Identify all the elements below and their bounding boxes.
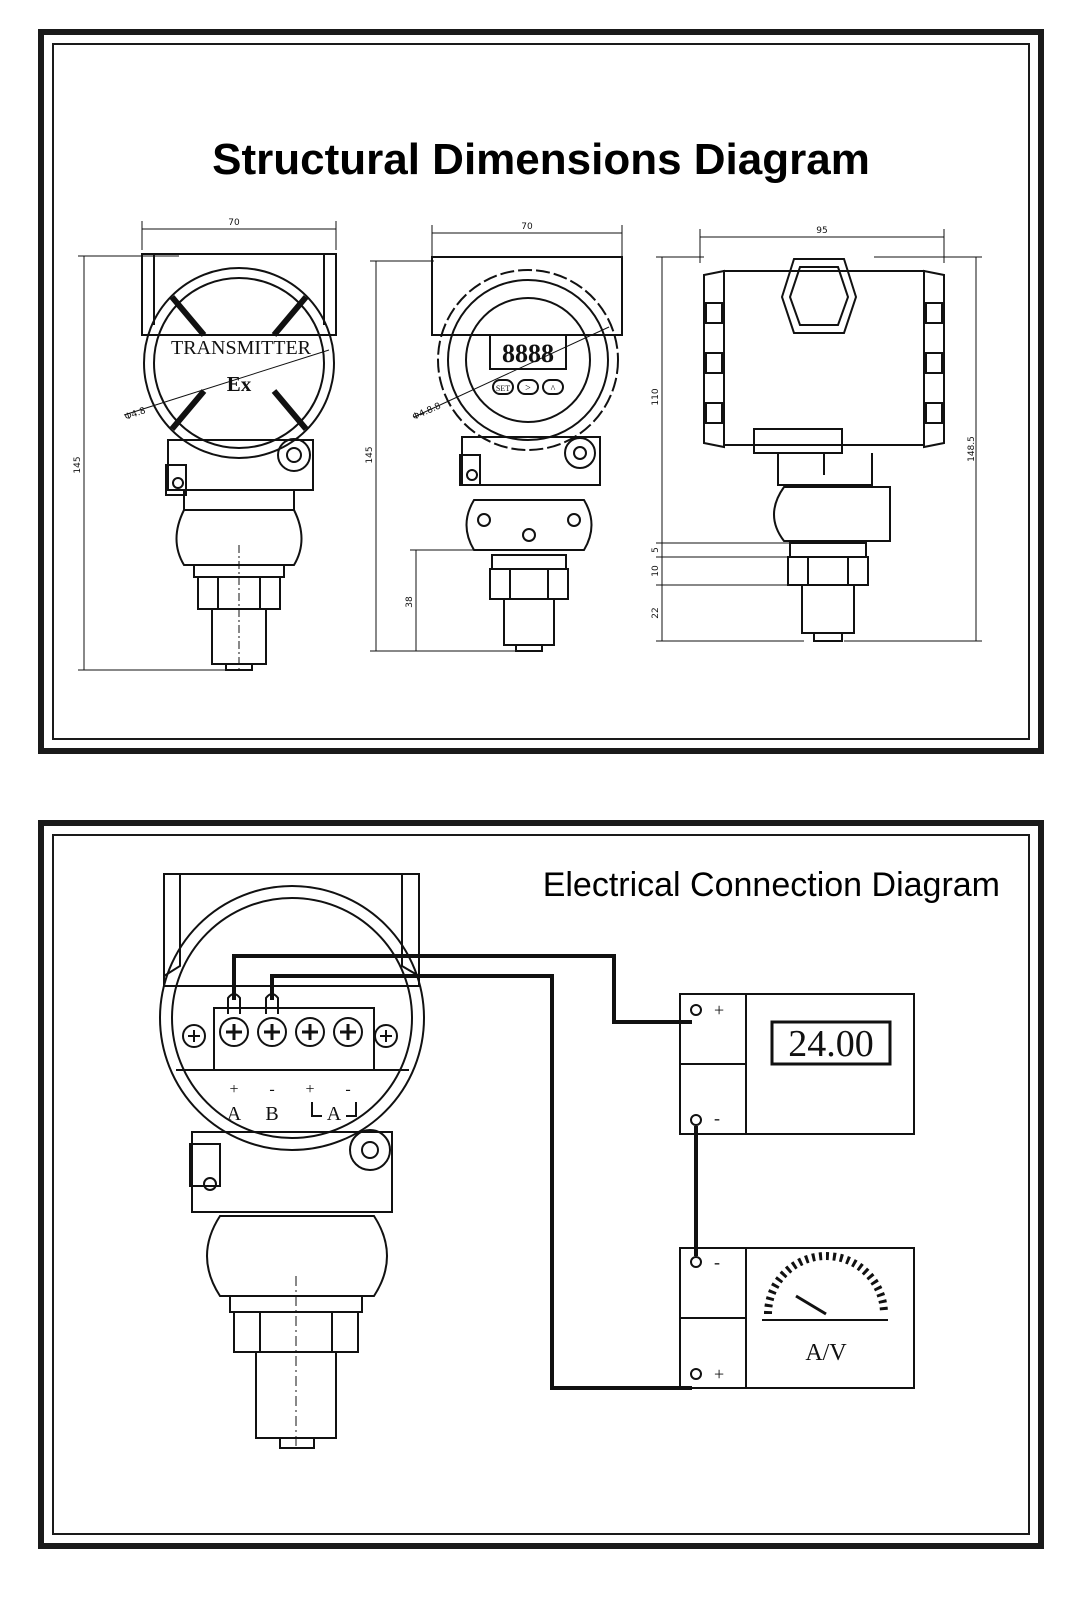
right-width-dim: 95: [816, 226, 827, 236]
terminal-screws: [219, 1017, 363, 1047]
right-view-drawing: 95 148.5 110 5 10 22: [651, 226, 982, 642]
terminal-letter-a-pair: A: [327, 1103, 342, 1125]
left-view-drawing: 70 145 TRANSMITTER Ex Φ4.8: [73, 218, 337, 671]
meter-plus-sign: +: [714, 1364, 724, 1384]
electrical-connection-panel: Electrical Connection Diagram + -: [38, 820, 1044, 1549]
panel-inner-border: [52, 834, 1030, 1535]
power-supply-box: + - 24.00: [679, 993, 915, 1135]
middle-button-set: SET: [496, 384, 510, 393]
power-minus-sign: -: [714, 1108, 720, 1128]
middle-button-up: ^: [551, 384, 556, 395]
structural-dimensions-panel: Structural Dimensions Diagram 70 145 TRA…: [38, 29, 1044, 754]
terminal-sign-1: +: [229, 1081, 238, 1098]
terminal-sign-3: +: [305, 1081, 314, 1098]
right-dim-c: 22: [651, 607, 661, 618]
meter-unit: A/V: [805, 1340, 847, 1366]
left-dia-dim: Φ4.8: [124, 406, 148, 423]
structural-title: Structural Dimensions Diagram: [212, 135, 870, 184]
ammeter-box: - + A/V: [679, 1247, 915, 1389]
transmitter-open-view: + - + - A B A: [159, 873, 692, 1449]
terminal-letter-b: B: [265, 1103, 278, 1125]
middle-view-drawing: 70 145 38 8888 SET > ^ Φ4.8.8: [365, 222, 623, 652]
power-reading: 24.00: [788, 1023, 874, 1065]
left-height-dim: 145: [73, 456, 83, 473]
middle-button-right: >: [525, 383, 531, 394]
terminal-letter-a: A: [227, 1103, 242, 1125]
right-dim-b: 10: [651, 565, 661, 577]
power-plus-sign: +: [714, 1000, 724, 1020]
structural-drawings: 70 145 TRANSMITTER Ex Φ4.8: [73, 218, 982, 671]
terminal-sign-4: -: [345, 1081, 350, 1098]
left-width-dim: 70: [228, 218, 240, 228]
panel-inner-border: [52, 43, 1030, 740]
middle-dia-dim: Φ4.8.8: [411, 401, 443, 422]
electrical-drawing: + - + - A B A: [159, 873, 915, 1449]
left-label-transmitter: TRANSMITTER: [171, 337, 312, 359]
middle-height-dim: 145: [365, 446, 375, 463]
electrical-title: Electrical Connection Diagram: [542, 866, 1000, 904]
meter-minus-sign: -: [714, 1252, 720, 1272]
right-dim-a: 5: [651, 547, 661, 553]
right-height-dim: 148.5: [967, 436, 977, 462]
middle-lower-dim: 38: [405, 596, 415, 608]
right-upper-dim: 110: [651, 388, 661, 405]
terminal-sign-2: -: [269, 1081, 274, 1098]
middle-display-digits: 8888: [502, 339, 554, 368]
middle-width-dim: 70: [521, 222, 533, 232]
